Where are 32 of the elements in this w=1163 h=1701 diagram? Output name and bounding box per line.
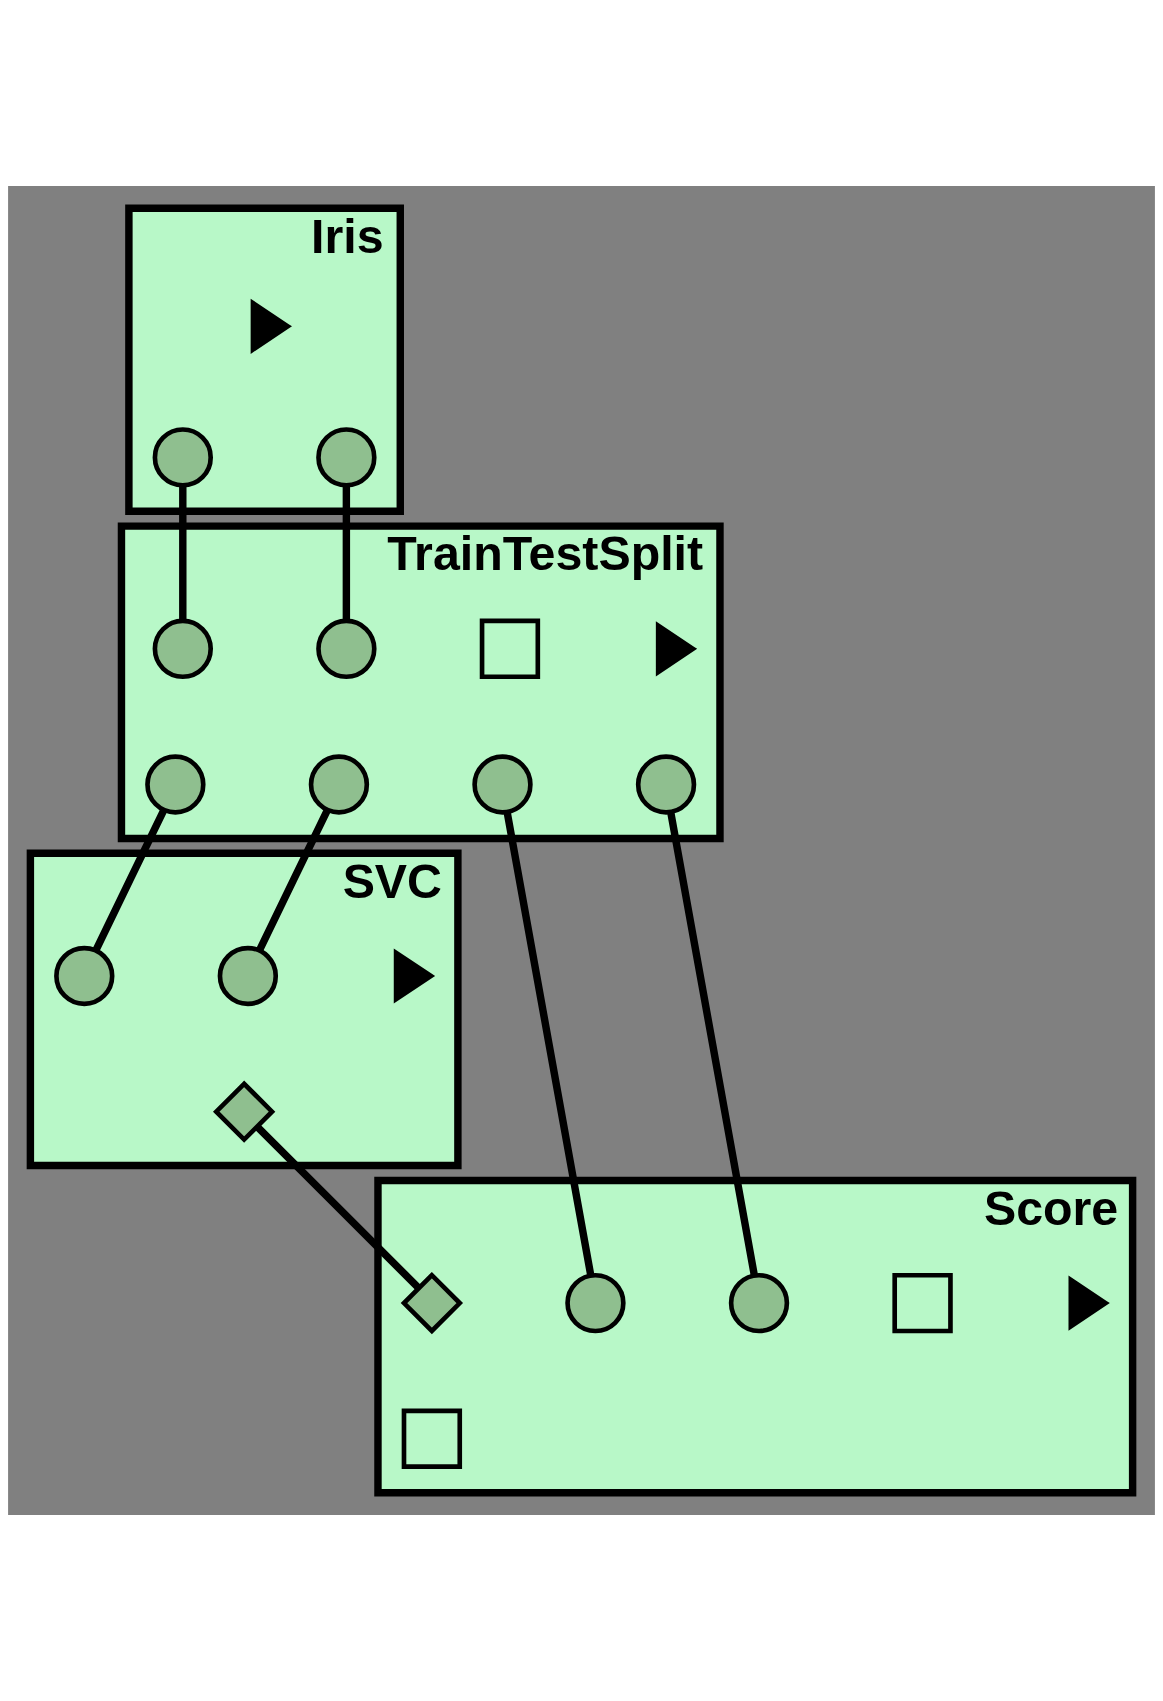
connector	[342, 485, 351, 621]
node-circle	[728, 1272, 790, 1334]
node-circle	[472, 754, 533, 815]
cluster: SVC	[26, 849, 462, 1170]
connector	[92, 808, 168, 953]
node-triangle	[1068, 1275, 1110, 1331]
cluster: Score	[374, 1176, 1137, 1497]
node-box	[892, 1272, 953, 1334]
node-circle	[54, 945, 115, 1007]
node-box	[401, 1408, 463, 1469]
connector	[255, 808, 331, 953]
node-circle	[308, 754, 370, 815]
node-circle	[152, 427, 213, 488]
node-circle	[635, 754, 697, 815]
cluster: TrainTestSplit	[117, 522, 724, 843]
cluster: Iris	[125, 204, 404, 515]
connector	[667, 811, 758, 1276]
node-box	[479, 618, 541, 680]
node-triangle	[250, 298, 292, 354]
connector	[255, 1124, 422, 1291]
node-triangle	[655, 621, 698, 677]
node-circle	[217, 945, 279, 1007]
node-circle	[152, 618, 213, 680]
node-diamond	[400, 1271, 464, 1335]
node-circle	[145, 754, 206, 815]
node-circle	[316, 618, 377, 680]
node-triangle	[393, 948, 436, 1004]
node-circle	[316, 427, 377, 488]
connector	[503, 811, 595, 1276]
node-diamond	[212, 1080, 276, 1143]
connector	[179, 485, 187, 621]
node-circle	[565, 1272, 626, 1334]
